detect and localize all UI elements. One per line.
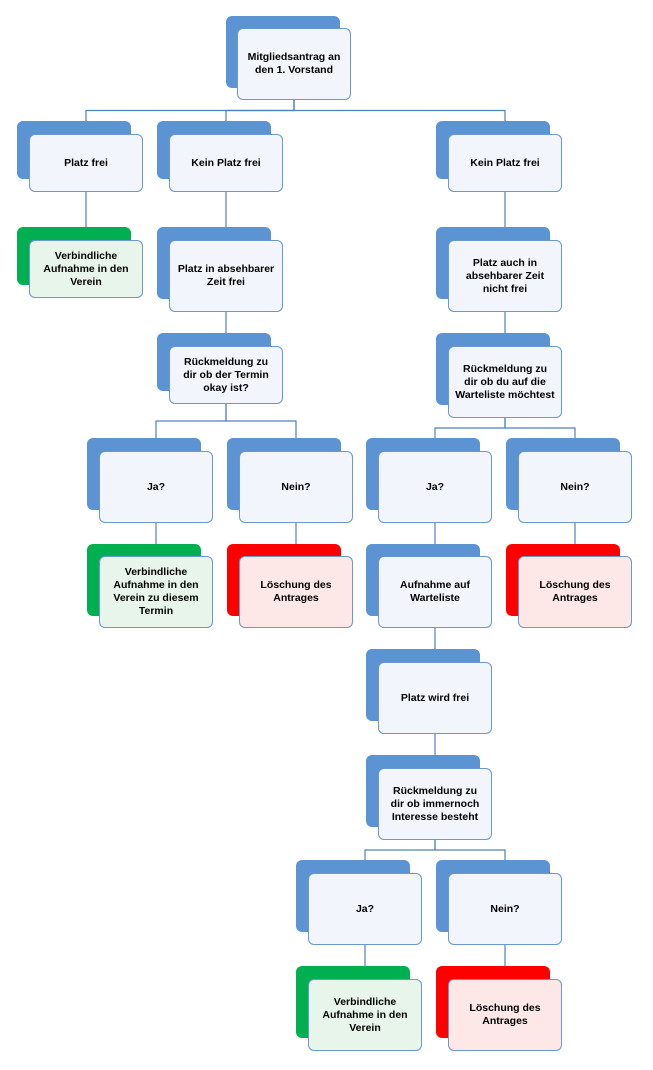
node-label-loeschung-3: Löschung des Antrages [448, 979, 562, 1051]
node-label-kein-platz-2: Kein Platz frei [448, 134, 562, 192]
node-label-ja-3: Ja? [308, 873, 422, 945]
node-label-ja-1: Ja? [99, 451, 213, 523]
node-label-nein-2: Nein? [518, 451, 632, 523]
node-label-loeschung-2: Löschung des Antrages [518, 556, 632, 628]
node-label-nein-1: Nein? [239, 451, 353, 523]
node-label-platz-wird-frei: Platz wird frei [378, 662, 492, 734]
node-label-rueck-termin: Rückmeldung zu dir ob der Termin okay is… [169, 346, 283, 404]
node-label-rueck-warteliste: Rückmeldung zu dir ob du auf die Warteli… [448, 346, 562, 418]
node-label-ja-2: Ja? [378, 451, 492, 523]
connector-rueck-termin-to-nein-1 [225, 404, 297, 451]
node-label-nicht-absehbar: Platz auch in absehbarer Zeit nicht frei [448, 240, 562, 312]
node-label-absehbar: Platz in absehbarer Zeit frei [169, 240, 283, 312]
node-label-aufnahme-3: Verbindliche Aufnahme in den Verein [308, 979, 422, 1051]
node-label-platz-frei: Platz frei [29, 134, 143, 192]
node-label-kein-platz-1: Kein Platz frei [169, 134, 283, 192]
node-label-warteliste: Aufnahme auf Warteliste [378, 556, 492, 628]
node-label-aufnahme-termin: Verbindliche Aufnahme in den Verein zu d… [99, 556, 213, 628]
node-label-rueck-interesse: Rückmeldung zu dir ob immernoch Interess… [378, 768, 492, 840]
node-label-aufnahme-1: Verbindliche Aufnahme in den Verein [29, 240, 143, 298]
node-label-antrag: Mitgliedsantrag an den 1. Vorstand [237, 28, 351, 100]
node-label-nein-3: Nein? [448, 873, 562, 945]
node-label-loeschung-1: Löschung des Antrages [239, 556, 353, 628]
